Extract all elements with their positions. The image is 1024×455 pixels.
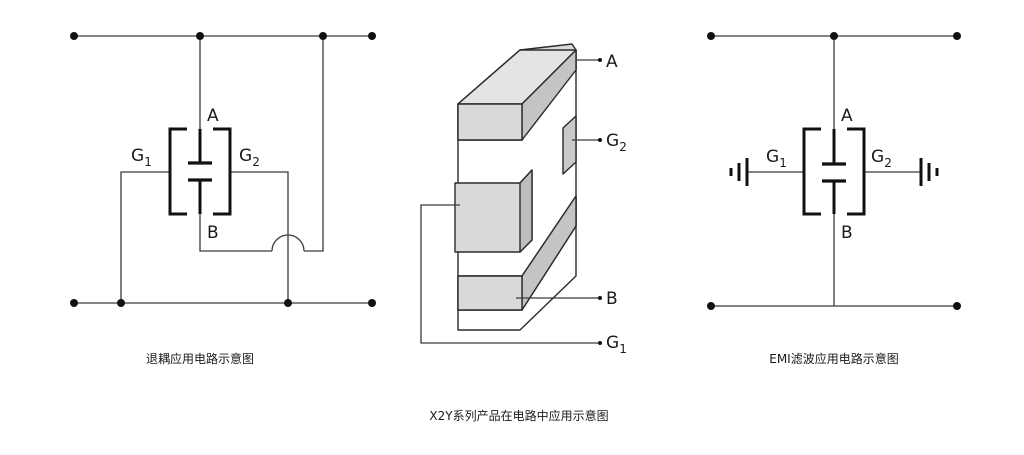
label-a: A	[841, 106, 853, 126]
chip-label-g2: G2	[606, 131, 627, 154]
caption-overall: X2Y系列产品在电路中应用示意图	[429, 408, 608, 423]
label-g1: G1	[131, 146, 152, 169]
lead-end	[598, 296, 602, 300]
node	[953, 302, 961, 310]
x2y-chip: A G2 B G1	[420, 43, 627, 356]
electrode-a-front	[457, 103, 523, 141]
lead-end	[598, 341, 602, 345]
ground-pad-g1-side	[519, 169, 533, 253]
capacitor-symbol	[168, 127, 232, 216]
node	[196, 32, 204, 40]
ground-bracket-left	[168, 127, 187, 216]
ground-bracket-left	[802, 127, 821, 216]
node	[953, 32, 961, 40]
ground-icon	[919, 158, 939, 186]
caption-emi: EMI滤波应用电路示意图	[769, 351, 898, 366]
chip-label-b: B	[606, 289, 618, 309]
node	[117, 299, 125, 307]
caption-decoupling: 退耦应用电路示意图	[146, 351, 254, 366]
node	[830, 32, 838, 40]
node	[368, 299, 376, 307]
electrode-b-front	[457, 275, 523, 311]
node	[70, 299, 78, 307]
node	[707, 302, 715, 310]
label-b: B	[207, 223, 219, 243]
ground-pad-g2	[562, 115, 577, 175]
decoupling-circuit: A B G1 G2 退耦应用电路示意图	[70, 32, 376, 366]
lead-b-return	[304, 36, 324, 252]
node	[284, 299, 292, 307]
lead-line-g1	[420, 204, 600, 344]
chip-label-g1: G1	[606, 333, 627, 356]
ground-bracket-right	[213, 127, 232, 216]
label-g2: G2	[239, 146, 260, 169]
emi-filter-circuit: A B G1 G2 EMI滤波应用电路示意图	[707, 32, 961, 366]
ground-icon	[729, 158, 749, 186]
lead-g1	[120, 171, 170, 303]
lead-end	[598, 58, 602, 62]
chip-label-a: A	[606, 52, 618, 72]
label-b: B	[841, 223, 853, 243]
ground-bracket-right	[847, 127, 866, 216]
node	[319, 32, 327, 40]
node	[368, 32, 376, 40]
label-g2: G2	[871, 147, 892, 170]
label-g1: G1	[766, 147, 787, 170]
capacitor-symbol	[802, 127, 866, 216]
node	[70, 32, 78, 40]
label-a: A	[207, 106, 219, 126]
node	[707, 32, 715, 40]
lead-end	[598, 138, 602, 142]
lead-g2	[230, 171, 289, 303]
